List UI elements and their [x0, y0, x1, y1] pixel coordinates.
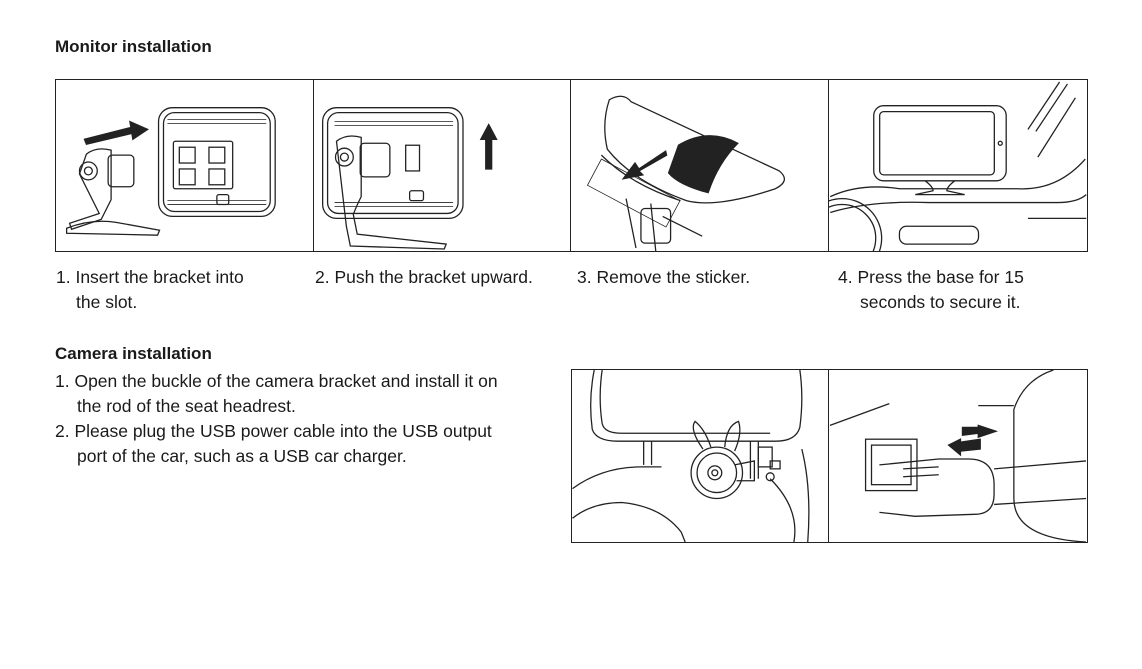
usb-plug-drawing: [829, 370, 1087, 542]
camera-illustration-strip: [571, 369, 1088, 543]
monitor-step-3-line-1: 3. Remove the sticker.: [577, 267, 751, 287]
camera-steps-list: 1. Open the buckle of the camera bracket…: [55, 369, 525, 469]
bracket-push-drawing: [321, 107, 498, 250]
camera-step-2: 2. Please plug the USB power cable into …: [55, 421, 492, 466]
camera-installation-heading: Camera installation: [55, 344, 212, 363]
monitor-step-1-line-2: the slot.: [76, 292, 138, 312]
monitor-step-2-illustration: [313, 80, 571, 251]
monitor-step-1-illustration: [56, 80, 314, 251]
monitor-installation-heading: Monitor installation: [55, 37, 212, 56]
monitor-step-4-line-1: 4. Press the base for 15: [838, 267, 1024, 287]
camera-step-1: 1. Open the buckle of the camera bracket…: [55, 371, 498, 416]
camera-step-2-illustration: [829, 370, 1087, 542]
camera-step-1-illustration: [572, 370, 829, 542]
monitor-step-3-illustration: [571, 80, 829, 251]
monitor-step-1-caption: 1. Insert the bracket into the slot.: [56, 265, 306, 315]
monitor-step-4-line-2: seconds to secure it.: [860, 292, 1021, 312]
monitor-step-3-caption: 3. Remove the sticker.: [577, 265, 827, 290]
bracket-insert-drawing: [65, 107, 276, 236]
monitor-step-2-line-1: 2. Push the bracket upward.: [315, 267, 533, 287]
headrest-camera-drawing: [572, 370, 810, 542]
monitor-illustration-strip: [55, 79, 1088, 252]
monitor-step-4-caption: 4. Press the base for 15 seconds to secu…: [838, 265, 1088, 315]
sticker-remove-drawing: [586, 95, 785, 251]
monitor-step-2-caption: 2. Push the bracket upward.: [315, 265, 570, 290]
monitor-step-1-line-1: 1. Insert the bracket into: [56, 267, 244, 287]
base-press-drawing: [828, 81, 1087, 251]
monitor-step-4-illustration: [828, 80, 1087, 251]
